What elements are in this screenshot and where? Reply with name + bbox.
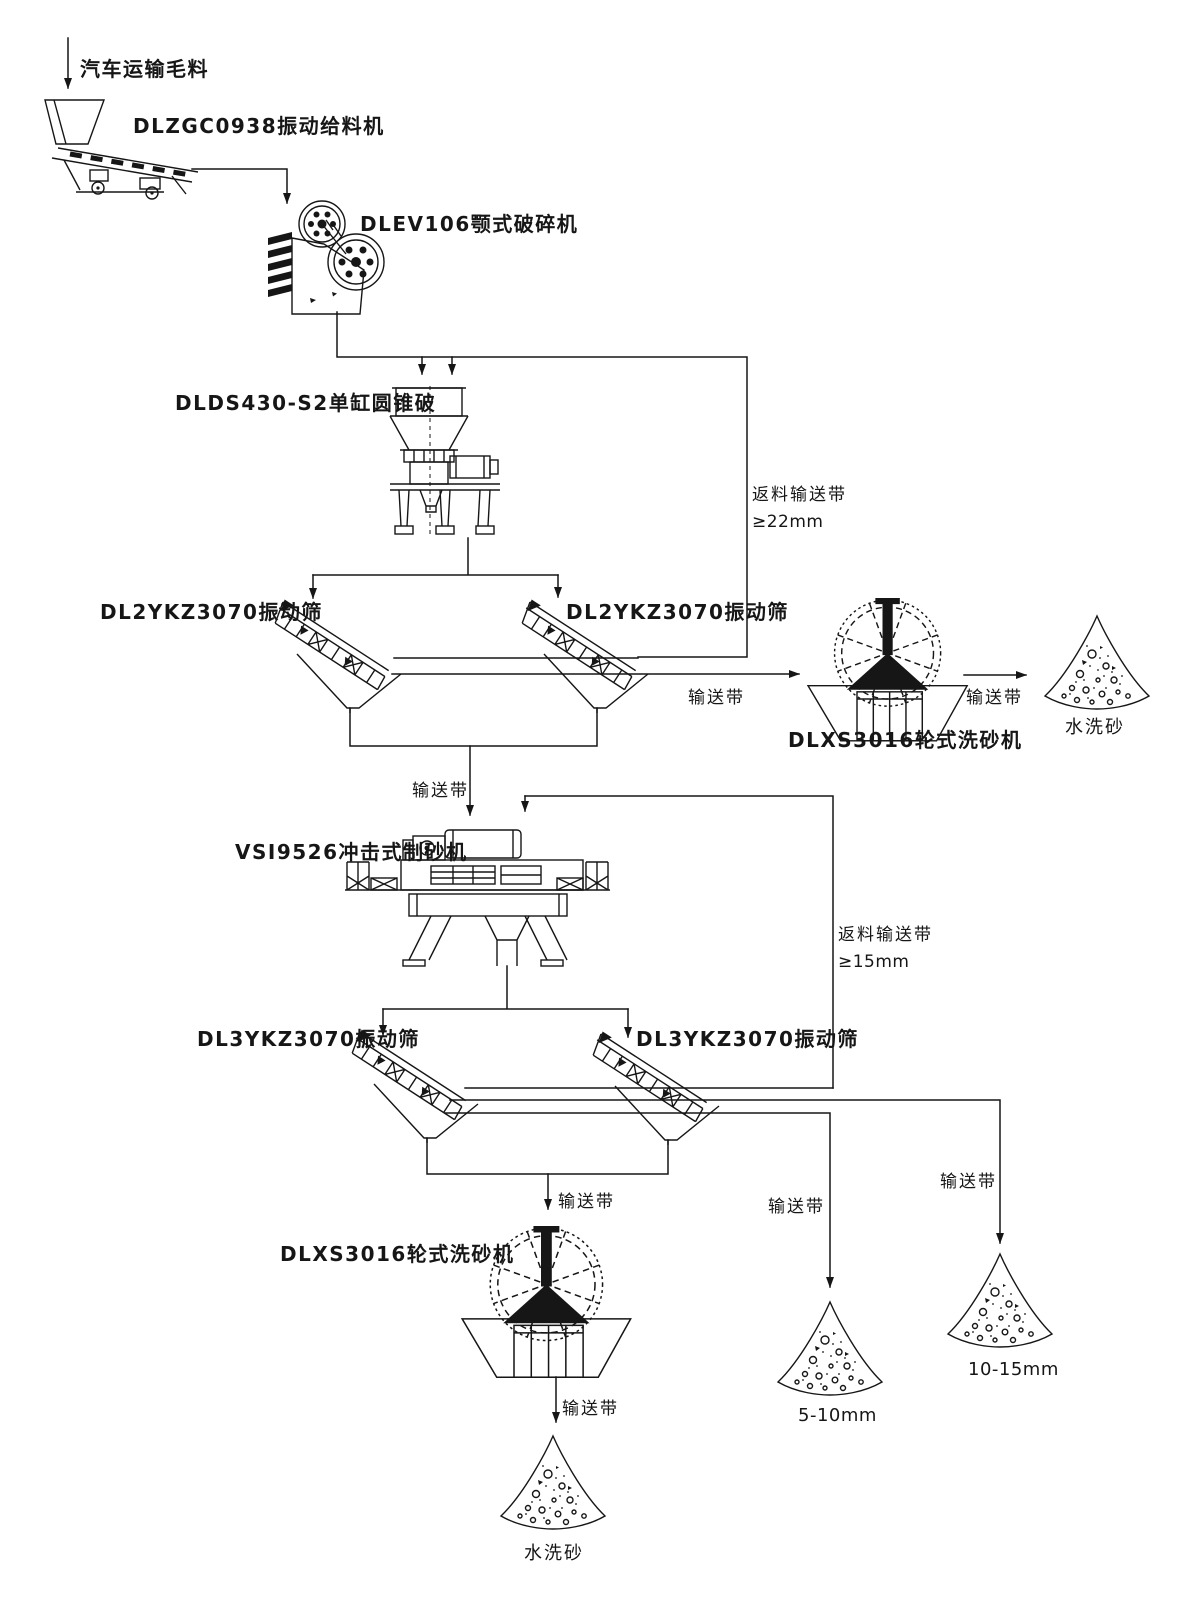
pile-10-15-label: 10-15mm [968, 1359, 1059, 1380]
flow-line-cone-split [312, 537, 559, 576]
washed-sand-2-label: 水洗砂 [524, 1543, 584, 1564]
feeder-label: DLZGC0938振动给料机 [133, 114, 385, 138]
jaw-crusher-glyph [268, 200, 385, 315]
screen-1b-label: DL2YKZ3070振动筛 [566, 600, 789, 624]
sand-pile-washed-2 [500, 1435, 606, 1530]
flywheel-icon [327, 233, 385, 291]
raw-material-label: 汽车运输毛料 [80, 57, 209, 81]
flow-arrow-to-pile-5-10 [444, 1112, 834, 1288]
belt-to-pile-10-15-label: 输送带 [940, 1172, 997, 1192]
belt-to-washer2-label: 输送带 [558, 1192, 615, 1212]
flow-line-screen1-fines [349, 707, 598, 747]
flywheel-icon [298, 200, 346, 248]
screen-2b-label: DL3YKZ3070振动筛 [636, 1027, 859, 1051]
return-belt-2-label: 返料输送带 [838, 925, 933, 945]
return-belt-2-size: ≥15mm [838, 952, 910, 972]
flow-line-jaw-and-return1 [336, 311, 748, 658]
belt-washer1-out-label: 输送带 [966, 688, 1023, 708]
return-belt-1-label: 返料输送带 [752, 485, 847, 505]
sand-pile-5-10mm [777, 1301, 883, 1396]
return-belt-1-size: ≥22mm [752, 512, 824, 532]
belt-to-washer1-label: 输送带 [688, 688, 745, 708]
flow-line-vsi-split [382, 965, 629, 1010]
vsi-label: VSI9526冲击式制砂机 [235, 840, 468, 864]
screen-1a-label: DL2YKZ3070振动筛 [100, 600, 323, 624]
flow-arrow-to-pile-10-15 [449, 1099, 1004, 1244]
belt-washer2-out-label: 输送带 [562, 1399, 619, 1419]
belt-to-pile-5-10-label: 输送带 [768, 1197, 825, 1217]
belt-to-vsi-label: 输送带 [412, 781, 469, 801]
cone-crusher-label: DLDS430-S2单缸圆锥破 [175, 391, 436, 415]
flow-arrow-feeder-to-jaw [191, 168, 291, 204]
washed-sand-1-label: 水洗砂 [1065, 717, 1125, 738]
sand-washer-1-glyph [807, 597, 968, 742]
vibrating-feeder-glyph [44, 99, 199, 200]
pile-5-10-label: 5-10mm [798, 1405, 877, 1426]
flow-line-screen2-fines [426, 1137, 669, 1175]
washer-2-label: DLXS3016轮式洗砂机 [280, 1242, 514, 1266]
flow-lines [64, 37, 1027, 1423]
washer-1-label: DLXS3016轮式洗砂机 [788, 728, 1022, 752]
jaw-crusher-label: DLEV106颚式破碎机 [360, 212, 578, 236]
flow-line-return2 [524, 795, 834, 1089]
sand-pile-10-15mm [947, 1253, 1053, 1348]
cone-crusher-glyph [389, 386, 500, 538]
screen-2a-label: DL3YKZ3070振动筛 [197, 1027, 420, 1051]
sand-pile-washed-1 [1044, 615, 1150, 710]
vsi-sand-maker-glyph [345, 829, 610, 967]
